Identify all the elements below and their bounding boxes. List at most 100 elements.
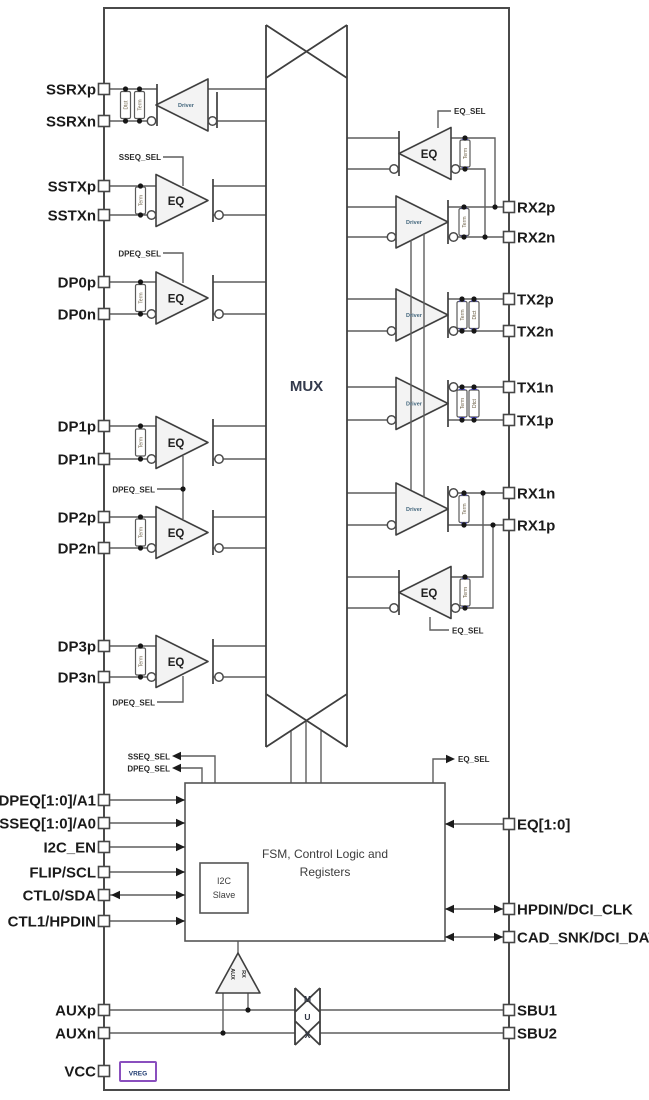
arrowheads [111, 751, 503, 942]
rx1-driver-wires [347, 492, 504, 526]
eq-sel-label-fsm: EQ_SEL [458, 755, 490, 764]
pin-label-eq10: EQ[1:0] [517, 817, 570, 834]
amp-labels: Driver EQ EQ EQ EQ EQ EQ Driver Driver D… [168, 103, 438, 669]
pin-label-dp0p: DP0p [58, 275, 96, 292]
tx2-driver-amp [395, 288, 449, 342]
driver-interconnect-lines [410, 234, 425, 497]
pin-label-dp3n: DP3n [58, 670, 96, 687]
fsm-left-wires [110, 799, 185, 922]
tx2-driver-label: Driver [406, 313, 423, 319]
fsm-label-line2: Registers [300, 865, 351, 879]
vreg-label: VREG [129, 1071, 147, 1078]
term-blocks: Dtct Term Term Term Term Term Term Term … [119, 90, 480, 676]
vreg-block: VREG [119, 1061, 157, 1082]
rx1-eq-amp [398, 565, 452, 620]
mux-fsm-wires [290, 721, 322, 783]
aux-rx-triangle [215, 952, 261, 994]
dp3-wires [104, 645, 266, 678]
dp2-term-text: Term [139, 527, 145, 538]
rx2-driver-label: Driver [406, 220, 423, 226]
pin-label-dp2p: DP2p [58, 510, 96, 527]
tx2-term-text: Term [460, 309, 466, 320]
dp3-term-text: Term [139, 656, 145, 667]
dpeq-sel-label-dp0: DPEQ_SEL [118, 250, 161, 259]
dp0-wires [104, 281, 266, 315]
vreg-box [119, 1061, 157, 1082]
pin-label-vcc: VCC [64, 1064, 96, 1081]
sseq-sel-label-top: SSEQ_SEL [119, 153, 161, 162]
tx1-driver-amp [395, 376, 449, 431]
dpeq-sel-label-mid: DPEQ_SEL [112, 486, 155, 495]
pin-label-rx1p: RX1p [517, 518, 555, 535]
rx1-term-text: Term [462, 503, 468, 514]
pin-label-flip-scl: FLIP/SCL [29, 865, 96, 882]
sbu-mux-letter-m: M [304, 994, 311, 1004]
pin-label-sbu2: SBU2 [517, 1026, 557, 1043]
dp1-wires [104, 425, 266, 460]
aux-rx-label-line2: RX [240, 970, 246, 978]
eq-sel-label-bottom: EQ_SEL [452, 627, 484, 636]
pin-label-ctl1-hpdin: CTL1/HPDIN [8, 914, 96, 931]
sbu-mux-block: M U X [294, 987, 321, 1046]
sseq-sel-label-fsm: SSEQ_SEL [128, 753, 170, 762]
sstx-wires [104, 185, 266, 216]
pin-label-ssrxp: SSRXp [46, 82, 96, 99]
amp-bars [156, 84, 449, 684]
fsm-label-line1: FSM, Control Logic and [262, 847, 388, 861]
pin-label-rx1n: RX1n [517, 486, 555, 503]
rx2-term-text: Term [462, 216, 468, 227]
dp0-term-text: Term [139, 292, 145, 303]
dp1-eq-amp [155, 415, 209, 470]
rx2-eq-term-text: Term [463, 148, 469, 159]
pin-labels-left: SSRXp SSRXn SSTXp SSTXn DP0p DP0n DP1p D… [0, 82, 96, 1081]
amplifiers [155, 78, 452, 689]
rx1-eq-wires [347, 493, 494, 609]
dp0-eq-label: EQ [168, 294, 185, 306]
pin-label-sstxn: SSTXn [48, 208, 96, 225]
pin-label-dp3p: DP3p [58, 639, 96, 656]
rx1-driver-amp [395, 482, 449, 536]
pin-label-sseq-a0: SSEQ[1:0]/A0 [0, 816, 96, 833]
pin-label-cad-snk-dci-dat: CAD_SNK/DCI_DAT [517, 930, 649, 947]
i2c-label-line2: Slave [213, 890, 236, 900]
dp2-wires [104, 516, 266, 549]
dp1-eq-label: EQ [168, 438, 185, 450]
pin-label-auxn: AUXn [55, 1026, 96, 1043]
rx1-eq-label: EQ [421, 588, 438, 600]
pin-label-i2c-en: I2C_EN [43, 840, 96, 857]
mux-label: MUX [290, 378, 323, 395]
pin-label-sbu1: SBU1 [517, 1003, 557, 1020]
junction-dots [122, 86, 498, 1036]
tx2-dtct-text: Dtct [472, 310, 478, 320]
rx2-driver-amp [395, 195, 449, 249]
dpeq-sel-label-fsm: DPEQ_SEL [127, 765, 170, 774]
tx1-driver-wires [347, 386, 504, 421]
dp1-term-text: Term [139, 437, 145, 448]
rx2-eq-label: EQ [421, 149, 438, 161]
pin-label-ssrxn: SSRXn [46, 114, 96, 131]
i2c-slave-box [199, 862, 249, 914]
ssrx-driver-label: Driver [178, 103, 195, 109]
ssrx-driver-amp [155, 78, 209, 132]
pin-label-rx2n: RX2n [517, 230, 555, 247]
pin-label-dp0n: DP0n [58, 307, 96, 324]
pin-label-tx2p: TX2p [517, 292, 554, 309]
tx1-driver-label: Driver [406, 402, 423, 408]
rx2-eq-amp [398, 126, 452, 181]
fsm-select-wires [181, 755, 446, 783]
pin-label-ctl0-sda: CTL0/SDA [23, 888, 97, 905]
fsm-box [184, 782, 446, 942]
sstx-eq-amp [155, 173, 209, 228]
inverter-bubbles [146, 116, 461, 682]
tx2-driver-wires [347, 298, 504, 332]
sbu-mux-shape [294, 987, 321, 1046]
aux-sbu-wires [104, 941, 504, 1034]
pin-label-dp2n: DP2n [58, 541, 96, 558]
dp2-eq-label: EQ [168, 528, 185, 540]
aux-rx-label-line1: AUX [229, 968, 235, 980]
pin-label-rx2p: RX2p [517, 200, 555, 217]
pin-label-dp1p: DP1p [58, 419, 96, 436]
pin-squares [97, 82, 516, 1078]
dp0-eq-amp [155, 271, 209, 325]
